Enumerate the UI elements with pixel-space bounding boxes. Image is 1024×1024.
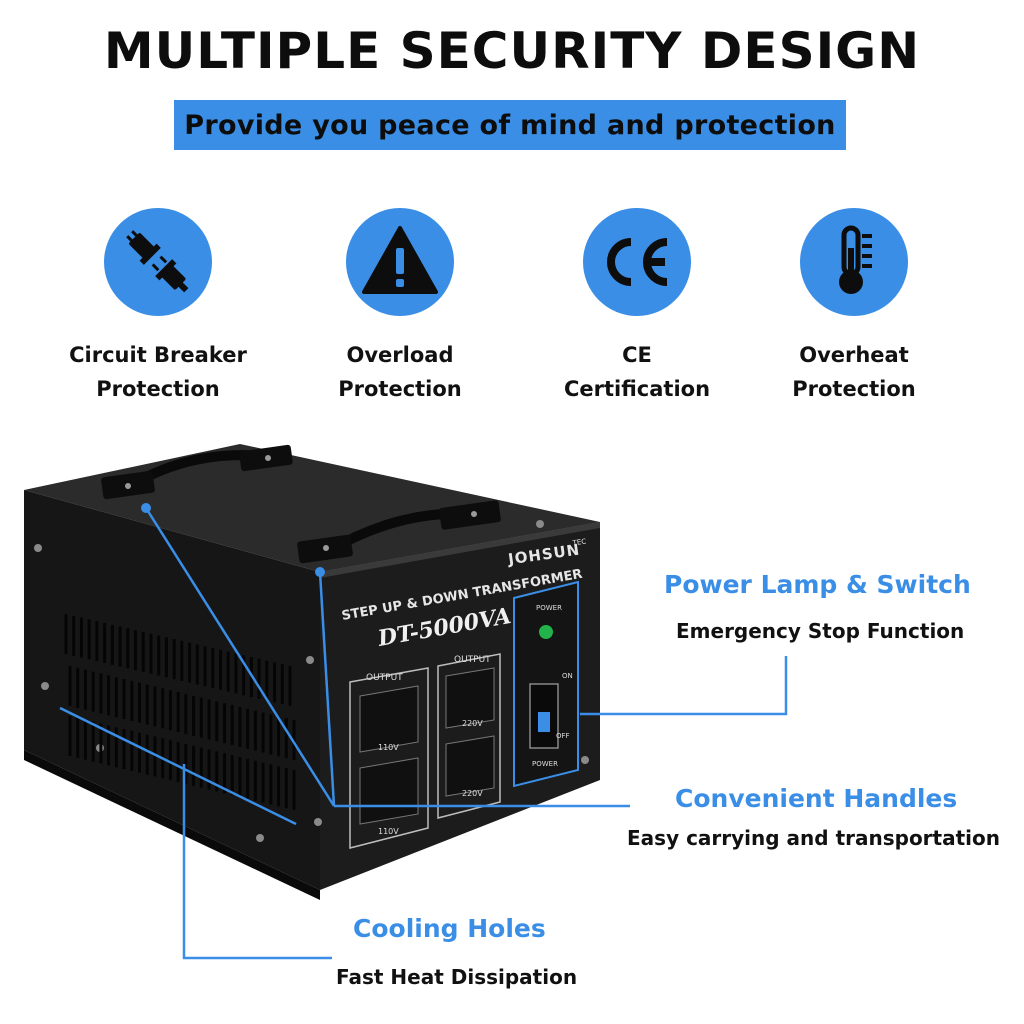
top-face (24, 444, 600, 572)
callout-handles-sub: Easy carrying and transportation (627, 826, 1000, 850)
callout-lines (59, 507, 788, 960)
side-face (24, 490, 320, 890)
callout-power-title: Power Lamp & Switch (664, 570, 971, 599)
svg-text:OUTPUT: OUTPUT (454, 655, 491, 665)
svg-text:110V: 110V (378, 827, 399, 836)
svg-text:POWER: POWER (536, 604, 562, 612)
plug-icon (126, 230, 189, 293)
svg-text:POWER: POWER (532, 760, 558, 768)
feature-label: Circuit Breaker Protection (69, 343, 247, 401)
svg-text:ON: ON (562, 672, 573, 680)
handle-2 (297, 500, 501, 564)
svg-text:220V: 220V (462, 789, 483, 798)
brand-suffix: TEC (571, 537, 587, 547)
warning-icon (362, 226, 438, 294)
feature-label: Overload Protection (338, 343, 462, 401)
subtitle-banner: Provide you peace of mind and protection (174, 100, 846, 150)
feature-circle (346, 208, 454, 316)
feature-circle (583, 208, 691, 316)
feature-circle (104, 208, 212, 316)
svg-text:OFF: OFF (556, 732, 570, 740)
svg-text:220V: 220V (462, 719, 483, 728)
callout-cooling-sub: Fast Heat Dissipation (336, 965, 578, 989)
socket-group-220v: OUTPUT 220V 220V (437, 653, 501, 819)
thermometer-icon (839, 225, 872, 294)
power-panel: POWER ON OFF POWER (513, 580, 579, 788)
svg-text:OUTPUT: OUTPUT (366, 673, 403, 683)
feature-label: CE Certification (563, 343, 711, 401)
feature-ce: CE Certification (522, 208, 752, 406)
feature-overheat: Overheat Protection (739, 208, 969, 406)
handle-1 (101, 444, 293, 500)
feature-overload: Overload Protection (285, 208, 515, 406)
ce-mark-icon (607, 238, 668, 286)
callout-handles-title: Convenient Handles (675, 784, 958, 813)
feature-label: Overheat Protection (792, 343, 916, 401)
feature-circuit-breaker: Circuit Breaker Protection (43, 208, 273, 406)
feature-circle (800, 208, 908, 316)
page-title: MULTIPLE SECURITY DESIGN (103, 22, 921, 80)
subtitle-text: Provide you peace of mind and protection (184, 109, 836, 141)
transformer-illustration: STEP UP & DOWN TRANSFORMER DT-5000VA JOH… (24, 444, 788, 960)
callout-power-sub: Emergency Stop Function (676, 619, 965, 643)
svg-text:110V: 110V (378, 743, 399, 752)
callout-cooling-title: Cooling Holes (353, 914, 546, 943)
power-lamp (539, 625, 553, 639)
